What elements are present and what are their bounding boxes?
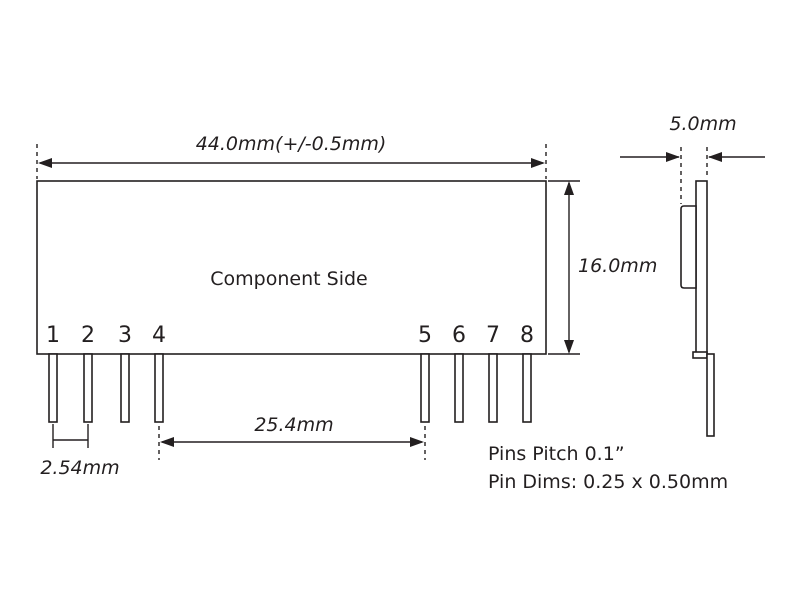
- pitch-dimension: 2.54mm: [40, 424, 120, 479]
- component-side-label: Component Side: [210, 268, 367, 290]
- pin-label: 6: [452, 323, 466, 348]
- arrow-up-icon: [564, 181, 574, 195]
- pins: [48, 353, 532, 423]
- notes: Pins Pitch 0.1” Pin Dims: 0.25 x 0.50mm: [488, 443, 728, 493]
- height-dimension: 16.0mm: [548, 180, 657, 355]
- pin-label: 4: [152, 323, 166, 348]
- span-dimension-label: 25.4mm: [254, 414, 333, 436]
- pin-8: [522, 353, 532, 423]
- arrow-right-icon: [666, 152, 680, 162]
- pin-label: 3: [118, 323, 132, 348]
- side-view: 5.0mm: [620, 113, 765, 437]
- pin-1: [48, 353, 58, 423]
- arrow-left-icon: [708, 152, 722, 162]
- height-dimension-label: 16.0mm: [578, 255, 657, 277]
- pin-label: 7: [486, 323, 500, 348]
- pitch-dimension-label: 2.54mm: [40, 457, 119, 479]
- pin-3: [120, 353, 130, 423]
- side-view-tab: [692, 351, 708, 359]
- span-dimension: 25.4mm: [158, 414, 426, 460]
- module-body: [36, 180, 547, 355]
- pin-2: [83, 353, 93, 423]
- pin-pitch-note: Pins Pitch 0.1”: [488, 443, 625, 465]
- side-view-board: [695, 180, 708, 355]
- arrow-left-icon: [38, 158, 52, 168]
- pin-4: [154, 353, 164, 423]
- arrow-left-icon: [160, 437, 174, 447]
- arrow-right-icon: [531, 158, 545, 168]
- pin-7: [488, 353, 498, 423]
- side-view-pin: [706, 353, 715, 437]
- pin-label: 5: [418, 323, 432, 348]
- side-view-component: [680, 205, 697, 289]
- pin-5: [420, 353, 430, 423]
- width-dimension: 44.0mm(+/-0.5mm): [36, 133, 547, 179]
- pin-labels: 1 2 3 4 5 6 7 8: [46, 323, 534, 348]
- pin-label: 8: [520, 323, 534, 348]
- thickness-dimension-label: 5.0mm: [669, 113, 736, 135]
- pin-label: 2: [81, 323, 95, 348]
- pin-6: [454, 353, 464, 423]
- arrow-right-icon: [410, 437, 424, 447]
- pin-dims-note: Pin Dims: 0.25 x 0.50mm: [488, 471, 728, 493]
- pin-label: 1: [46, 323, 60, 348]
- arrow-down-icon: [564, 340, 574, 354]
- width-dimension-label: 44.0mm(+/-0.5mm): [196, 133, 387, 155]
